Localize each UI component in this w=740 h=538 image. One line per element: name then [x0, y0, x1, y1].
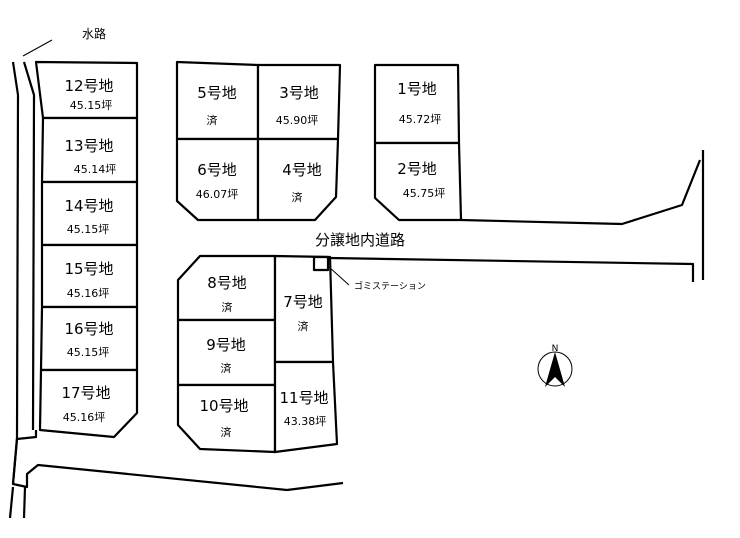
lot-3[interactable] — [256, 63, 342, 141]
lot-10[interactable] — [176, 383, 277, 454]
lot-6[interactable] — [175, 137, 260, 222]
lot-name: 10号地 — [199, 397, 248, 415]
lot-block-center-south — [176, 254, 339, 454]
lot-name: 12号地 — [64, 77, 113, 95]
lot-info: 済 — [207, 113, 218, 127]
lot-info: 45.72坪 — [399, 113, 442, 126]
road-label: 分譲地内道路 — [315, 231, 405, 249]
lot-name: 17号地 — [61, 384, 110, 402]
lot-info: 45.15坪 — [67, 223, 110, 236]
lot-name: 13号地 — [64, 137, 113, 155]
lot-name: 4号地 — [282, 161, 322, 179]
lot-name: 16号地 — [64, 320, 113, 338]
lot-2[interactable] — [373, 141, 463, 222]
lot-info: 45.15坪 — [67, 346, 110, 359]
lot-info: 済 — [221, 361, 232, 375]
lot-info: 45.16坪 — [67, 287, 110, 300]
lot-name: 7号地 — [283, 293, 323, 311]
lot-block-center-north — [175, 60, 342, 222]
lot-name: 6号地 — [197, 161, 237, 179]
lot-info: 45.14坪 — [74, 163, 117, 176]
lot-info: 済 — [222, 300, 233, 314]
lot-info: 46.07坪 — [196, 188, 239, 201]
lot-info: 45.15坪 — [70, 99, 113, 112]
lot-name: 1号地 — [397, 80, 437, 98]
lot-name: 2号地 — [397, 160, 437, 178]
lot-name: 14号地 — [64, 197, 113, 215]
lot-block-west — [34, 60, 139, 439]
lot-4[interactable] — [256, 137, 340, 222]
garbage-station-leader-line — [328, 266, 350, 286]
lot-name: 5号地 — [197, 84, 237, 102]
waterway-label: 水路 — [82, 26, 106, 41]
lot-info: 済 — [292, 190, 303, 204]
lot-name: 9号地 — [206, 336, 246, 354]
lot-info: 43.38坪 — [284, 415, 327, 428]
lot-info: 済 — [221, 425, 232, 439]
lot-17[interactable] — [38, 368, 139, 439]
lot-11[interactable] — [273, 360, 339, 454]
lot-info: 45.75坪 — [403, 187, 446, 200]
road-boundary-bottom — [11, 430, 344, 492]
north-arrow-icon — [537, 351, 573, 387]
road-boundary-south — [329, 256, 695, 282]
lot-info: 45.90坪 — [276, 114, 319, 127]
lot-16[interactable] — [39, 305, 139, 372]
north-label: N — [552, 344, 559, 354]
lot-name: 11号地 — [279, 389, 328, 407]
lot-name: 15号地 — [64, 260, 113, 278]
road-boundary-north — [460, 159, 702, 226]
lot-name: 3号地 — [279, 84, 319, 102]
lot-info: 45.16坪 — [63, 411, 106, 424]
garbage-station-box — [312, 255, 330, 272]
waterway-leader-line — [22, 39, 53, 57]
lot-1[interactable] — [373, 63, 461, 145]
garbage-station-label: ゴミステーション — [354, 280, 426, 292]
lot-labels: 1号地 45.72坪 2号地 45.75坪 3号地 45.90坪 4号地 済 5… — [61, 77, 445, 439]
lot-name: 8号地 — [207, 274, 247, 292]
lot-info: 済 — [298, 319, 309, 333]
lot-block-east — [373, 63, 463, 222]
